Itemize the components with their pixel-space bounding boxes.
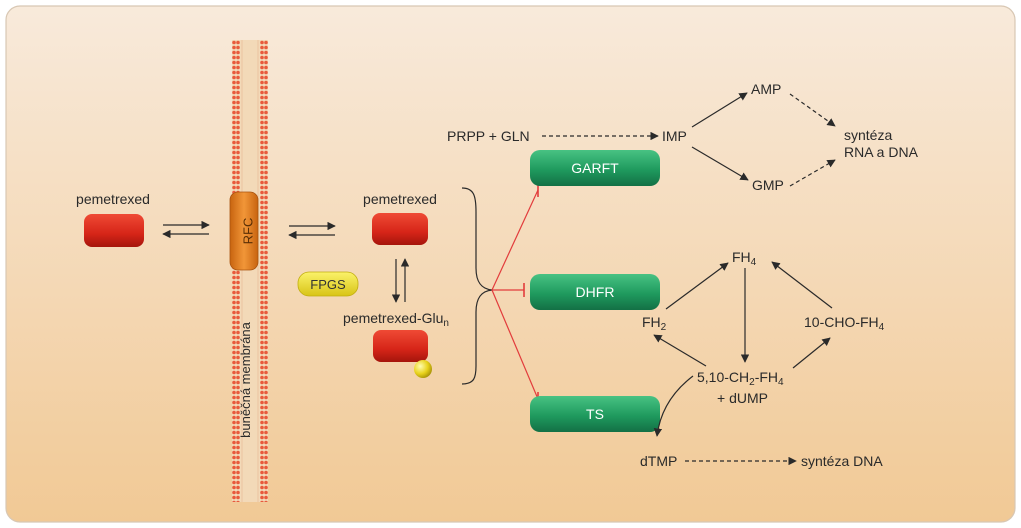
- rfc-transporter: [229, 191, 259, 271]
- background-panel: [5, 5, 1016, 523]
- imp-to-gmp-arrow: [691, 146, 749, 181]
- gmp-label: GMP: [752, 177, 784, 193]
- dtmp-label: dTMP: [640, 453, 677, 469]
- dhfr-label: DHFR: [576, 284, 615, 300]
- glutamate-ball: [414, 360, 432, 378]
- gmp-to-synthesis-arrow: [789, 159, 836, 187]
- cho-fh4-label: 10-CHO-FH4: [804, 314, 885, 333]
- prpp-gln-label: PRPP + GLN: [447, 128, 530, 144]
- pemetrexed-inside-box: [372, 213, 428, 245]
- pemetrexed-outside-label: pemetrexed: [76, 191, 150, 207]
- fpgs-enzyme: [297, 271, 359, 297]
- cho-to-fh4-arrow: [771, 261, 833, 309]
- pemetrexed-glu-box: [373, 330, 428, 362]
- garft-label: GARFT: [571, 160, 619, 176]
- dump-label: + dUMP: [717, 390, 768, 406]
- dhfr-enzyme: [530, 274, 660, 310]
- amp-label: AMP: [751, 81, 781, 97]
- ts-enzyme: [530, 396, 660, 432]
- methylene-fh4-label: 5,10-CH2-FH4: [697, 369, 784, 388]
- rna-dna-synthesis-line1: syntéza: [844, 127, 892, 143]
- fh4-label: FH4: [732, 249, 757, 268]
- pemetrexed-outside-box: [84, 214, 144, 247]
- amp-to-synthesis-arrow: [789, 93, 836, 127]
- fpgs-label: FPGS: [310, 277, 346, 292]
- fh2-to-fh4-arrow: [665, 262, 729, 310]
- fh2-label: FH2: [642, 314, 667, 333]
- membrane-label: buněčná membrána: [238, 321, 253, 437]
- rna-dna-synthesis-line2: RNA a DNA: [844, 144, 919, 160]
- polyglutamate-label: pemetrexed-Glun: [343, 310, 449, 329]
- dna-synthesis-label: syntéza DNA: [801, 453, 883, 469]
- ts-label: TS: [586, 406, 604, 422]
- cell-membrane: [232, 40, 268, 502]
- methylene-to-cho-arrow: [792, 337, 831, 369]
- methylene-to-fh2-arrow: [653, 334, 707, 367]
- methylene-to-dtmp-arrow: [653, 375, 694, 437]
- imp-label: IMP: [662, 128, 687, 144]
- pemetrexed-inside-label: pemetrexed: [363, 191, 437, 207]
- rfc-label: RFC: [240, 218, 255, 245]
- garft-enzyme: [530, 150, 660, 186]
- imp-to-amp-arrow: [691, 92, 748, 128]
